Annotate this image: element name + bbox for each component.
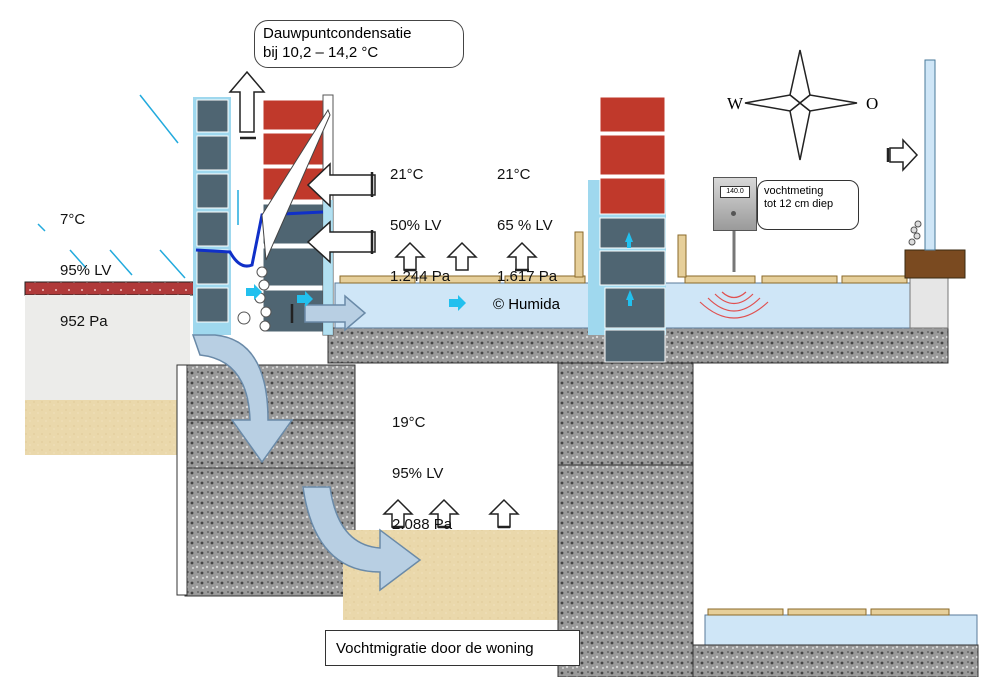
dew-point-callout: Dauwpuntcondensatie bij 10,2 – 14,2 °C	[254, 20, 464, 68]
room-left-rh: 50% LV	[390, 217, 442, 234]
callout-line2: bij 10,2 – 14,2 °C	[263, 44, 379, 61]
crawlspace-rh: 95% LV	[392, 465, 444, 482]
outside-rh: 95% LV	[60, 262, 112, 279]
crawlspace-pressure: 2.088 Pa	[392, 516, 453, 533]
flow-arrows	[191, 294, 422, 592]
diagram-caption: Vochtmigratie door de woning	[325, 630, 580, 666]
probe-label-line1: vochtmeting	[764, 185, 824, 197]
room-left-pressure: 1.244 Pa	[390, 268, 451, 285]
middle-wall	[574, 96, 687, 363]
room-left-temp: 21°C	[390, 166, 424, 183]
condensation-droplets	[237, 266, 272, 332]
outside-pressure: 952 Pa	[60, 313, 108, 330]
outer-block-wall	[193, 97, 231, 335]
dew-point-line	[195, 210, 324, 268]
outside-temp: 7°C	[60, 211, 86, 228]
small-moisture-arrows	[246, 232, 634, 311]
left-foundation	[176, 364, 356, 597]
room-left-conditions: 21°C 50% LV 1.244 Pa	[390, 132, 450, 302]
measurement-waves	[699, 291, 769, 319]
crawlspace-temp: 19°C	[392, 414, 426, 431]
meter-display: 140.0	[720, 186, 750, 198]
room-right-conditions: 21°C 65 % LV 1.617 Pa	[497, 132, 557, 302]
room-right-temp: 21°C	[497, 166, 531, 183]
glass-wall	[924, 59, 936, 251]
compass-west: W	[727, 94, 744, 113]
compass-east: O	[866, 94, 879, 113]
moisture-meter: 140.0	[713, 177, 757, 231]
room-right-pressure: 1.617 Pa	[497, 268, 558, 285]
sand-layer	[25, 400, 185, 455]
floor-boards	[339, 275, 908, 284]
middle-foundation	[557, 359, 694, 677]
compass-rose	[744, 49, 858, 161]
callout-line1: Dauwpuntcondensatie	[263, 25, 412, 42]
threshold-beam	[904, 249, 966, 279]
lower-floor	[704, 614, 978, 646]
outside-conditions: 7°C 95% LV 952 Pa	[60, 177, 111, 347]
copyright: © Humida	[493, 296, 560, 313]
rain-arrows	[37, 94, 239, 279]
crawlspace-sand	[343, 530, 558, 620]
room-right-rh: 65 % LV	[497, 217, 553, 234]
meter-button-icon	[731, 211, 736, 216]
vapour-arrows	[228, 70, 919, 528]
probe-label-line2: tot 12 cm diep	[764, 198, 834, 210]
crawlspace-conditions: 19°C 95% LV 2.088 Pa	[392, 380, 452, 550]
probe-label: vochtmeting tot 12 cm diep	[757, 180, 859, 230]
topsoil	[25, 295, 190, 405]
